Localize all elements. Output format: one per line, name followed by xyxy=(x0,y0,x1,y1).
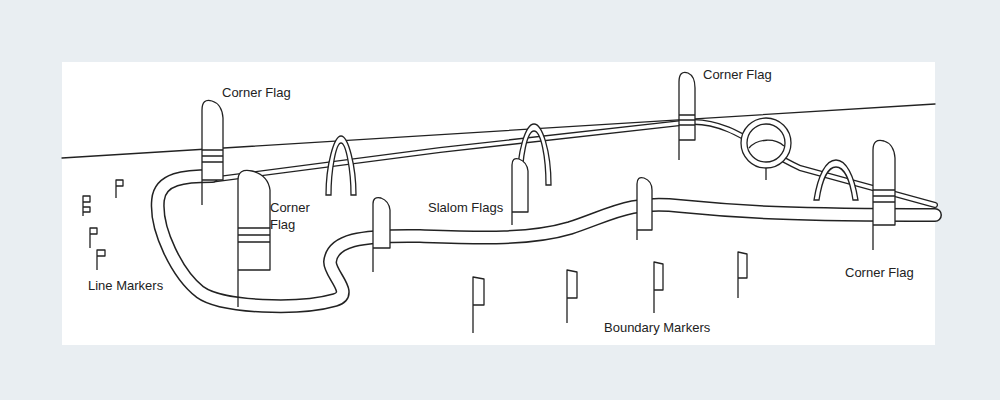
part-label: Corner Flag xyxy=(222,84,291,101)
slalom-flag xyxy=(637,178,652,240)
corner-flag xyxy=(202,100,223,205)
part-label: Line Markers xyxy=(88,277,163,294)
part-label: Slalom Flags xyxy=(428,199,503,216)
corner-flag xyxy=(873,140,895,250)
arch-gate xyxy=(326,136,356,195)
part-label: Corner Flag xyxy=(703,66,772,83)
line-marker xyxy=(116,180,123,198)
drawing-ground xyxy=(62,62,935,345)
corner-flag xyxy=(679,72,695,160)
arch-gate xyxy=(814,160,858,200)
part-label: Corner Flag xyxy=(845,264,914,281)
ground-rail xyxy=(210,122,935,205)
line-marker xyxy=(97,250,105,270)
corner-flag xyxy=(238,170,270,307)
part-label: Corner Flag xyxy=(270,199,318,233)
boundary-marker xyxy=(567,270,577,323)
boundary-marker xyxy=(473,277,484,333)
part-label: Boundary Markers xyxy=(604,319,710,336)
ground-rail-inner xyxy=(210,122,935,205)
line-marker xyxy=(83,196,90,216)
horizon-line xyxy=(62,104,935,158)
slalom-flag xyxy=(512,159,528,225)
ring-gate xyxy=(741,118,791,180)
slalom-flag xyxy=(373,198,390,272)
boundary-marker xyxy=(738,252,747,298)
line-marker xyxy=(90,228,97,248)
boundary-marker xyxy=(654,262,663,313)
